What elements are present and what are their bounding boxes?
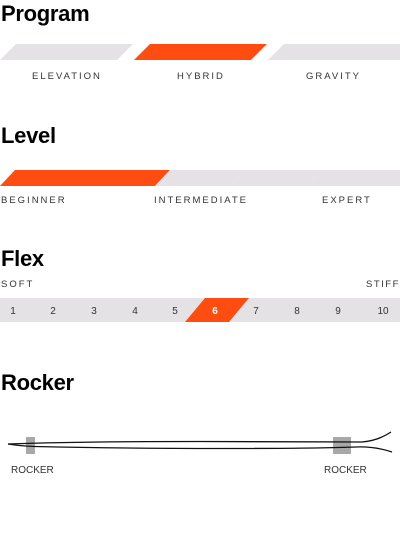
flex-min-label: SOFT (1, 279, 35, 290)
flex-value-10[interactable]: 10 (377, 306, 389, 317)
rocker-tip-label: ROCKER (11, 465, 54, 476)
ski-profile-bottom-line (7, 443, 393, 453)
flex-selected-marker (185, 298, 249, 322)
flex-value-8[interactable]: 8 (294, 306, 300, 317)
flex-title: Flex (1, 246, 44, 271)
flex-value-9[interactable]: 9 (335, 306, 341, 317)
flex-value-1[interactable]: 1 (10, 306, 16, 317)
program-title: Program (1, 1, 90, 26)
flex-value-7[interactable]: 7 (253, 306, 259, 317)
flex-scale: 1 2 3 4 5 6 7 8 9 10 (0, 298, 400, 322)
level-title: Level (1, 123, 56, 148)
program-option-elevation[interactable]: ELEVATION (32, 71, 102, 82)
flex-value-3[interactable]: 3 (91, 306, 97, 317)
program-option-hybrid[interactable]: HYBRID (177, 71, 225, 82)
level-segment-4[interactable] (231, 170, 322, 186)
flex-section: Flex SOFT STIFF 1 2 3 4 5 6 7 8 9 10 (0, 243, 400, 328)
program-section: Program ELEVATION HYBRID GRAVITY (0, 0, 400, 90)
program-option-gravity[interactable]: GRAVITY (306, 71, 361, 82)
rocker-tail-marker (333, 437, 351, 454)
ski-profile-top-line (7, 431, 392, 445)
rocker-title: Rocker (1, 370, 74, 395)
level-segment-5[interactable] (307, 170, 400, 186)
level-segment-1[interactable] (0, 170, 94, 186)
level-segment-3[interactable] (155, 170, 246, 186)
level-label-beginner: BEGINNER (1, 195, 67, 206)
level-bar (0, 170, 400, 186)
flex-max-label: STIFF (366, 279, 400, 290)
flex-value-4[interactable]: 4 (132, 306, 138, 317)
level-section: Level BEGINNER INTERMEDIATE EXPERT (0, 120, 400, 212)
program-option-elevation-segment[interactable] (0, 44, 133, 60)
level-label-expert: EXPERT (322, 195, 372, 206)
level-label-intermediate: INTERMEDIATE (154, 195, 249, 206)
program-bar (0, 44, 400, 60)
rocker-tail-label: ROCKER (324, 465, 367, 476)
level-segment-2[interactable] (78, 170, 170, 186)
flex-value-5[interactable]: 5 (172, 306, 178, 317)
rocker-profile-diagram (7, 431, 393, 454)
rocker-tip-marker (26, 437, 35, 454)
rocker-section: Rocker ROCKER ROCKER (0, 368, 400, 488)
program-option-gravity-segment[interactable] (268, 44, 400, 60)
program-option-hybrid-segment[interactable] (134, 44, 267, 60)
flex-value-2[interactable]: 2 (50, 306, 56, 317)
flex-value-6[interactable]: 6 (212, 306, 218, 317)
